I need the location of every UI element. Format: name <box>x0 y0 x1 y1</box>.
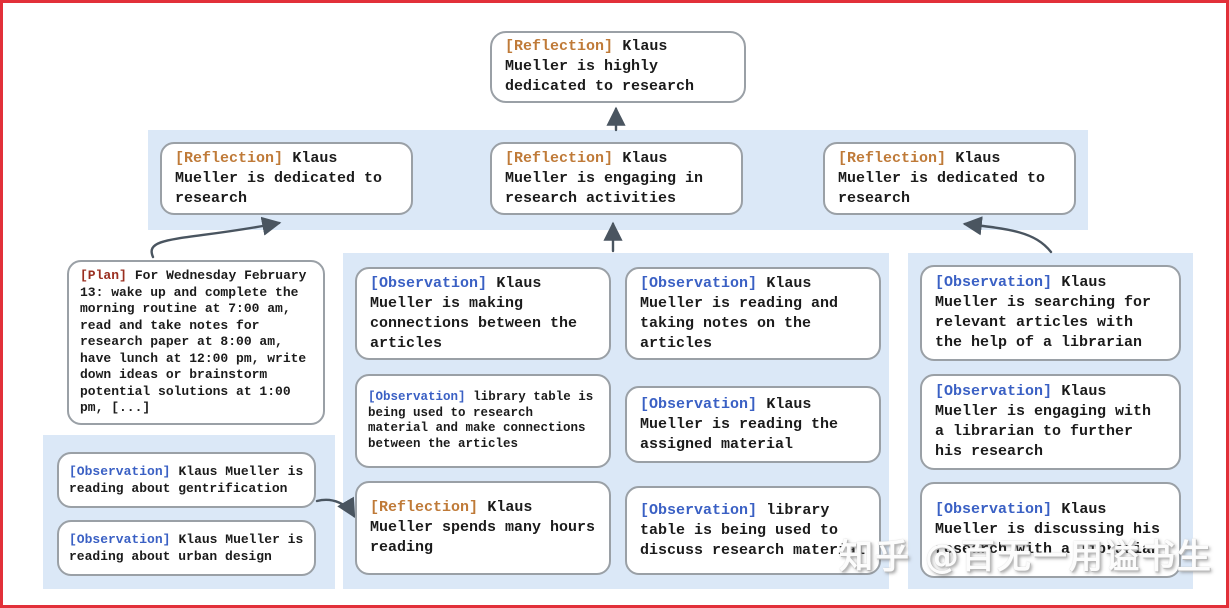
node-body: [Observation]Klaus Mueller is reading an… <box>627 269 879 359</box>
observation-node-library-table-research: [Observation]library table is being used… <box>355 374 611 468</box>
node-body: [Observation]Klaus Mueller is reading ab… <box>59 459 314 501</box>
reflection-tag: [Reflection] <box>505 149 614 167</box>
plan-node: [Plan]For Wednesday February 13: wake up… <box>67 260 325 425</box>
observation-node-gentrification: [Observation]Klaus Mueller is reading ab… <box>57 452 316 508</box>
node-text: Klaus Mueller is engaging with a librari… <box>935 383 1152 460</box>
node-text: Klaus Mueller is making connections betw… <box>370 274 578 352</box>
node-body: [Reflection]Klaus Mueller is dedicated t… <box>825 144 1074 214</box>
observation-tag: [Observation] <box>69 464 171 479</box>
node-text: Klaus Mueller is reading the assigned ma… <box>640 395 839 453</box>
observation-node-urban-design: [Observation]Klaus Mueller is reading ab… <box>57 520 316 576</box>
node-text: Klaus Mueller is reading about urban des… <box>69 532 304 564</box>
reflection-node-root: [Reflection]Klaus Mueller is highly dedi… <box>490 31 746 103</box>
node-text: library table is being used to discuss r… <box>640 501 866 559</box>
node-text: Klaus Mueller is searching for relevant … <box>935 274 1152 351</box>
reflection-tag: [Reflection] <box>175 149 284 167</box>
reflection-node-hours-reading: [Reflection]Klaus Mueller spends many ho… <box>355 481 611 575</box>
observation-tag: [Observation] <box>640 274 758 292</box>
node-body: [Observation]Klaus Mueller is searching … <box>922 268 1179 358</box>
observation-node-searching-articles: [Observation]Klaus Mueller is searching … <box>920 265 1181 361</box>
observation-node-assigned-material: [Observation]Klaus Mueller is reading th… <box>625 386 881 463</box>
observation-tag: [Observation] <box>368 390 466 404</box>
observation-tag: [Observation] <box>935 274 1053 291</box>
node-body: [Observation]Klaus Mueller is engaging w… <box>922 377 1179 467</box>
node-text: Klaus Mueller is engaging in research ac… <box>505 149 704 207</box>
node-text: Klaus Mueller is highly dedicated to res… <box>505 38 695 95</box>
observation-tag: [Observation] <box>640 501 758 519</box>
node-body: [Reflection]Klaus Mueller is highly dedi… <box>492 32 744 102</box>
reflection-node-right: [Reflection]Klaus Mueller is dedicated t… <box>823 142 1076 215</box>
node-text: Klaus Mueller is dedicated to research <box>838 149 1046 207</box>
observation-tag: [Observation] <box>935 383 1053 400</box>
node-text: Klaus Mueller is reading and taking note… <box>640 274 839 352</box>
reflection-node-middle: [Reflection]Klaus Mueller is engaging in… <box>490 142 743 215</box>
node-body: [Reflection]Klaus Mueller is engaging in… <box>492 144 741 214</box>
reflection-tag: [Reflection] <box>505 38 614 55</box>
node-body: [Observation]Klaus Mueller is discussing… <box>922 495 1179 565</box>
plan-tag: [Plan] <box>80 268 127 284</box>
node-text: For Wednesday February 13: wake up and c… <box>80 268 307 416</box>
node-text: Klaus Mueller is dedicated to research <box>175 149 383 207</box>
node-body: [Observation]Klaus Mueller is making con… <box>357 269 609 359</box>
node-body: [Observation]Klaus Mueller is reading ab… <box>59 527 314 569</box>
node-text: library table is being used to research … <box>368 390 594 451</box>
reflection-node-left: [Reflection]Klaus Mueller is dedicated t… <box>160 142 413 215</box>
node-text: Klaus Mueller spends many hours reading <box>370 499 596 556</box>
reflection-tag: [Reflection] <box>838 149 947 167</box>
observation-tag: [Observation] <box>640 395 758 413</box>
node-body: [Reflection]Klaus Mueller spends many ho… <box>357 493 609 563</box>
node-text: Klaus Mueller is reading about gentrific… <box>69 464 304 496</box>
observation-tag: [Observation] <box>935 501 1053 518</box>
observation-node-making-connections: [Observation]Klaus Mueller is making con… <box>355 267 611 360</box>
node-text: Klaus Mueller is discussing his research… <box>935 501 1161 558</box>
observation-node-library-table-discuss: [Observation]library table is being used… <box>625 486 881 575</box>
node-body: [Observation]Klaus Mueller is reading th… <box>627 390 879 460</box>
observation-node-discussing-librarian: [Observation]Klaus Mueller is discussing… <box>920 482 1181 578</box>
node-body: [Observation]library table is being used… <box>357 385 609 457</box>
node-body: [Plan]For Wednesday February 13: wake up… <box>69 263 323 422</box>
node-body: [Reflection]Klaus Mueller is dedicated t… <box>162 144 411 214</box>
observation-tag: [Observation] <box>370 274 488 292</box>
observation-tag: [Observation] <box>69 532 171 547</box>
reflection-tag: [Reflection] <box>370 499 479 516</box>
observation-node-engaging-librarian: [Observation]Klaus Mueller is engaging w… <box>920 374 1181 470</box>
observation-node-taking-notes: [Observation]Klaus Mueller is reading an… <box>625 267 881 360</box>
node-body: [Observation]library table is being used… <box>627 496 879 566</box>
